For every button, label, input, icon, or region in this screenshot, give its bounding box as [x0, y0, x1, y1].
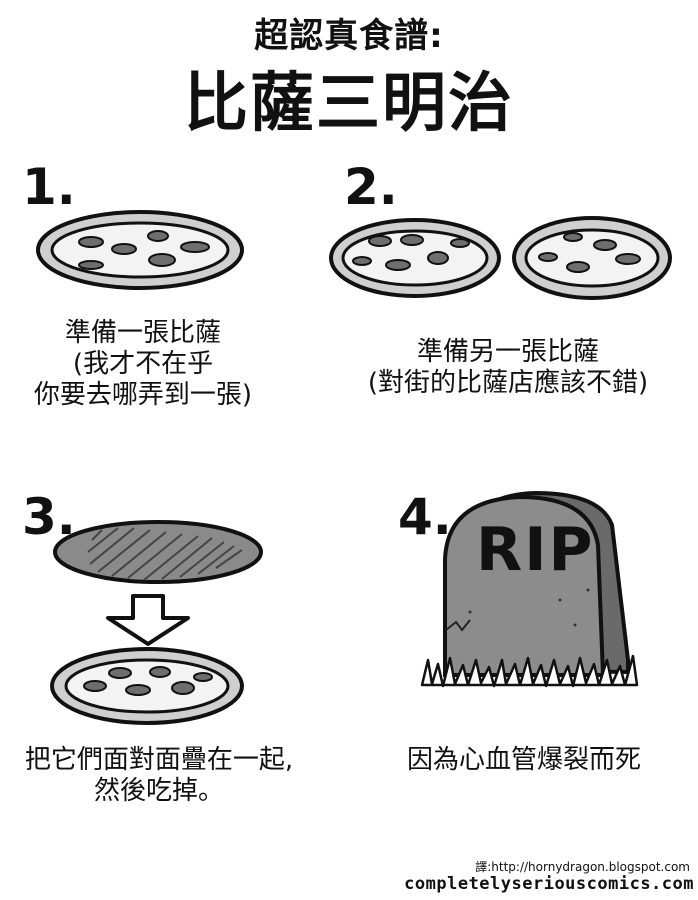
site-name: completelyseriouscomics.com: [404, 874, 694, 894]
step-2-number: 2.: [344, 158, 398, 216]
step-2-caption-line: (對街的比薩店應該不錯): [367, 368, 649, 398]
step-1-caption-line: (我才不在乎: [72, 349, 214, 379]
tombstone-icon: [420, 490, 639, 688]
step-1-caption-line: 準備一張比薩: [64, 318, 221, 348]
step-3-caption-line: 然後吃掉。: [93, 776, 224, 806]
step-4-caption-line: 因為心血管爆裂而死: [406, 745, 641, 775]
step-4-number: 4.: [398, 488, 452, 546]
step-3-caption: 把它們面對面疊在一起, 然後吃掉。: [0, 745, 318, 807]
step-2-caption-line: 準備另一張比薩: [416, 337, 599, 367]
pizza-illustration-2a: [329, 218, 501, 298]
tombstone-text: RIP: [476, 515, 595, 585]
pizza-bottom: [50, 647, 244, 725]
down-arrow-icon: [106, 594, 190, 646]
step-1-caption: 準備一張比薩 (我才不在乎 你要去哪弄到一張): [0, 318, 286, 411]
step-1-caption-line: 你要去哪弄到一張): [33, 380, 253, 410]
recipe-title: 比薩三明治: [184, 67, 514, 141]
pizza-illustration-2b: [512, 216, 672, 300]
step-3-caption-line: 把它們面對面疊在一起,: [24, 745, 294, 775]
recipe-subtitle: 超認真食譜:: [254, 16, 444, 56]
step-2-caption: 準備另一張比薩 (對街的比薩店應該不錯): [318, 337, 698, 399]
step-4-caption: 因為心血管爆裂而死: [350, 745, 698, 776]
translator-credit: 譯:http://hornydragon.blogspot.com: [475, 860, 690, 874]
pizza-top-upside-down: [53, 520, 263, 584]
step-1-number: 1.: [22, 158, 76, 216]
pizza-illustration-1: [36, 210, 244, 290]
